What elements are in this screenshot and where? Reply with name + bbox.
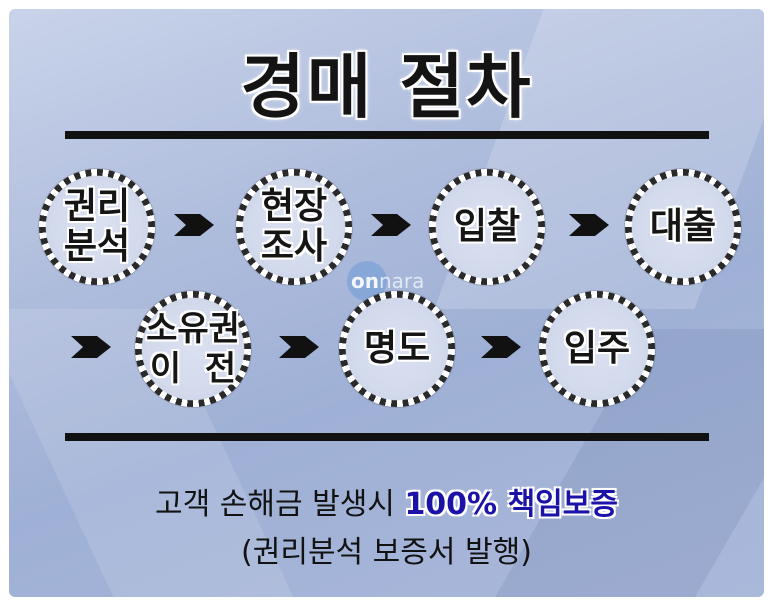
step-label: 소유권 이 전	[146, 309, 240, 389]
step-label: 현장 조사	[260, 186, 328, 267]
guarantee-highlight: 100% 책임보증	[404, 487, 618, 522]
arrow-right-icon	[71, 336, 111, 358]
step-label: 입주	[563, 328, 631, 369]
step-site-survey: 현장 조사	[236, 169, 352, 285]
step-label: 대출	[649, 206, 717, 247]
step-move-in: 입주	[539, 291, 655, 407]
onnara-watermark: onnara	[345, 259, 455, 307]
guarantee-text: 고객 손해금 발생시 100% 책임보증	[155, 487, 618, 522]
arrow-right-icon	[569, 214, 609, 236]
step-ownership-transfer: 소유권 이 전	[135, 291, 251, 407]
procedure-banner: 경매 절차 권리 분석 현장 조사 입찰 대출 on	[9, 9, 764, 597]
step-label: 권리 분석	[63, 186, 131, 267]
arrow-right-icon	[279, 336, 319, 358]
step-eviction: 명도	[339, 291, 455, 407]
divider-top	[65, 131, 709, 139]
arrow-right-icon	[174, 214, 214, 236]
guarantee-note: (권리분석 보증서 발행)	[241, 535, 532, 570]
arrow-right-icon	[371, 214, 411, 236]
arrow-right-icon	[481, 336, 521, 358]
page-title: 경매 절차	[240, 46, 533, 128]
step-loan: 대출	[625, 169, 741, 285]
step-label: 명도	[363, 328, 431, 369]
step-rights-analysis: 권리 분석	[39, 169, 155, 285]
divider-bottom	[65, 433, 709, 441]
step-bidding: 입찰	[429, 169, 545, 285]
step-label: 입찰	[453, 206, 521, 247]
